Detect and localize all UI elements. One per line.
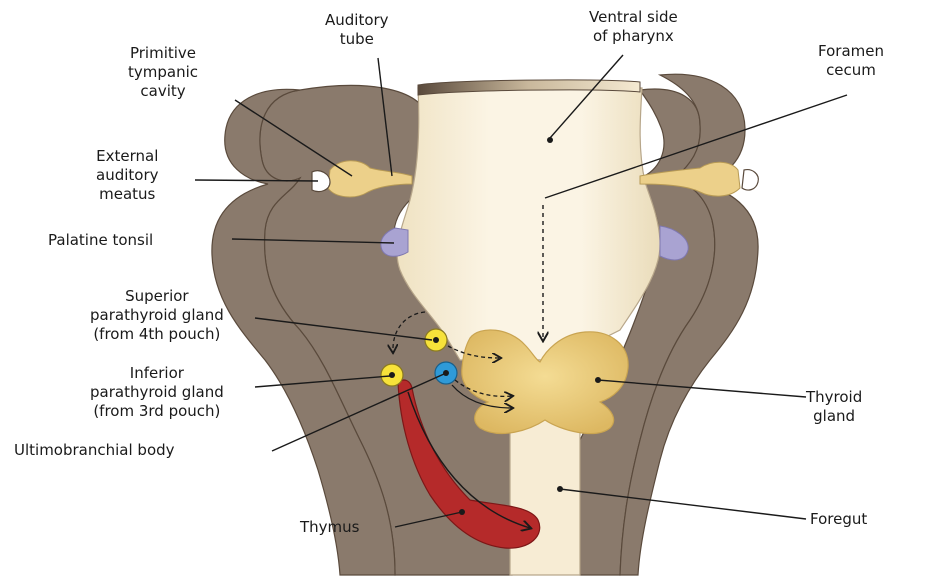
- label-palatine-tonsil: Palatine tonsil: [48, 231, 153, 250]
- label-thyroid-gland: Thyroid gland: [806, 388, 862, 426]
- label-ventral-side-of-pharynx: Ventral side of pharynx: [589, 8, 678, 46]
- inferior-parathyroid-dot: [389, 372, 395, 378]
- label-primitive-tympanic-cavity: Primitive tympanic cavity: [128, 44, 198, 101]
- pharynx-lumen: [397, 88, 660, 360]
- right-external-auditory-meatus: [742, 170, 758, 190]
- superior-parathyroid-dot: [433, 337, 439, 343]
- ultimobranchial-dot: [443, 370, 449, 376]
- label-foramen-cecum: Foramen cecum: [818, 42, 884, 80]
- label-superior-parathyroid-gland: Superior parathyroid gland (from 4th pou…: [90, 287, 224, 344]
- label-foregut: Foregut: [810, 510, 867, 529]
- label-thymus: Thymus: [300, 518, 359, 537]
- label-inferior-parathyroid-gland: Inferior parathyroid gland (from 3rd pou…: [90, 364, 224, 421]
- label-ultimobranchial-body: Ultimobranchial body: [14, 441, 175, 460]
- label-auditory-tube: Auditory tube: [325, 11, 389, 49]
- label-external-auditory-meatus: External auditory meatus: [96, 147, 159, 204]
